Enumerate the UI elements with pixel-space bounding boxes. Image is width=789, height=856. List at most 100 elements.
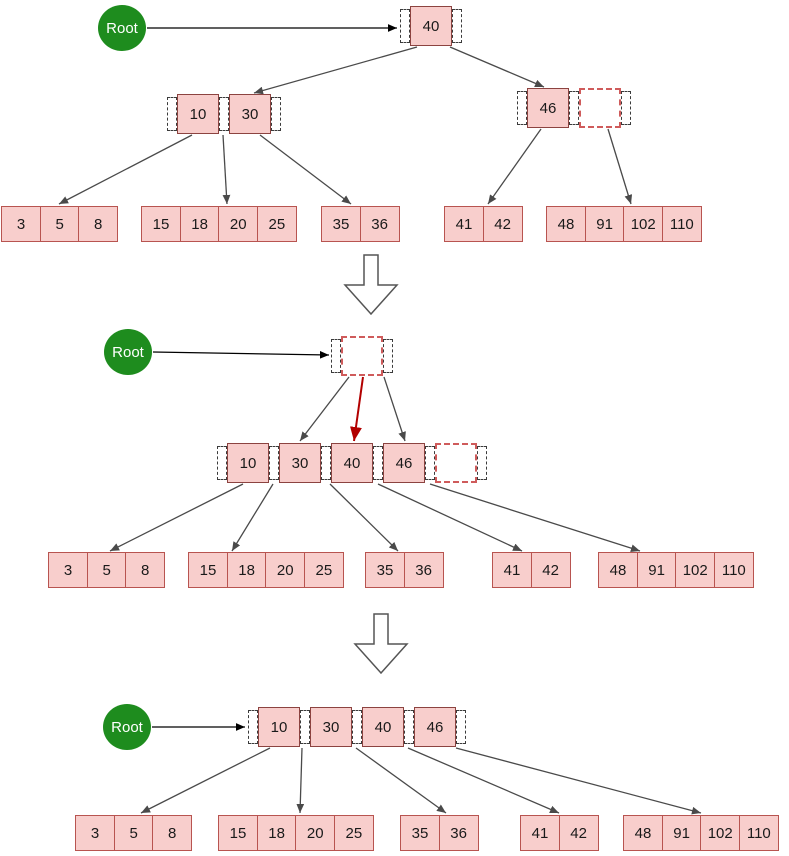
leaf-cell: 48: [546, 206, 586, 242]
leaf-cell: 110: [661, 206, 702, 242]
leaf-cell: 8: [152, 815, 193, 851]
edge: [383, 376, 406, 442]
leaf-cell: 3: [48, 552, 88, 588]
leaf-cell: 110: [713, 552, 754, 588]
leaf-node: 41 42: [492, 552, 571, 588]
leaf-node: 15 18 20 25: [218, 815, 374, 851]
edge: [140, 747, 271, 814]
pointer-slot: [352, 710, 362, 744]
leaf-cell: 3: [1, 206, 41, 242]
pointer-slot: [456, 710, 466, 744]
key-cell: 10: [258, 707, 300, 747]
pointer-slot: [400, 9, 410, 43]
pointer-slot: [569, 91, 579, 125]
leaf-cell: 20: [218, 206, 259, 242]
pointer-slot: [621, 91, 631, 125]
edge: [296, 747, 305, 814]
pointer-slot: [331, 339, 341, 373]
leaf-node: 3 5 8: [1, 206, 119, 242]
leaf-cell: 18: [226, 552, 267, 588]
leaf-cell: 48: [623, 815, 663, 851]
leaf-cell: 35: [400, 815, 440, 851]
edge: [607, 128, 633, 205]
key-cell: 30: [310, 707, 352, 747]
key-cell: 30: [279, 443, 321, 483]
edge: [259, 134, 352, 205]
pointer-slot: [300, 710, 310, 744]
pointer-slot: [373, 446, 383, 480]
leaf-cell: 42: [482, 206, 523, 242]
pointer-slot: [248, 710, 258, 744]
step-down-arrow-1: [343, 254, 399, 316]
edge-root-to-node: [152, 350, 330, 359]
leaf-cell: 18: [256, 815, 297, 851]
key-cell: 40: [331, 443, 373, 483]
key-cell: 46: [414, 707, 456, 747]
root-pointer-label: Root: [112, 343, 144, 361]
leaf-cell: 3: [75, 815, 115, 851]
leaf-cell: 25: [303, 552, 344, 588]
key-cell: 10: [177, 94, 219, 134]
leaf-cell: 18: [179, 206, 220, 242]
root-pointer: Root: [103, 704, 151, 750]
leaf-cell: 91: [636, 552, 677, 588]
pointer-slot: [167, 97, 177, 131]
leaf-node: 3 5 8: [48, 552, 166, 588]
leaf-cell: 20: [265, 552, 306, 588]
edge: [329, 483, 399, 552]
root-pointer-label: Root: [111, 718, 143, 736]
root-pointer: Root: [104, 329, 152, 375]
leaf-cell: 42: [558, 815, 599, 851]
leaf-cell: 8: [78, 206, 119, 242]
key-cell: 40: [362, 707, 404, 747]
empty-key-slot: [579, 88, 621, 128]
leaf-cell: 20: [295, 815, 336, 851]
edge: [58, 134, 193, 205]
leaf-cell: 91: [661, 815, 702, 851]
root-pointer: Root: [98, 5, 146, 51]
leaf-node: 48 91 102 110: [623, 815, 779, 851]
leaf-cell: 48: [598, 552, 638, 588]
leaf-cell: 5: [86, 552, 127, 588]
leaf-cell: 42: [530, 552, 571, 588]
leaf-cell: 41: [492, 552, 532, 588]
key-cell: 30: [229, 94, 271, 134]
leaf-cell: 25: [333, 815, 374, 851]
leaf-node: 48 91 102 110: [598, 552, 754, 588]
leaf-cell: 5: [39, 206, 80, 242]
edge-highlight-40-pushdown: [350, 376, 364, 442]
edge: [355, 747, 447, 814]
leaf-cell: 5: [113, 815, 154, 851]
empty-key-slot: [435, 443, 477, 483]
edge: [487, 128, 542, 205]
leaf-node: 41 42: [520, 815, 599, 851]
pointer-slot: [404, 710, 414, 744]
edge: [231, 483, 274, 552]
pointer-slot: [477, 446, 487, 480]
leaf-cell: 102: [675, 552, 716, 588]
leaf-cell: 102: [700, 815, 741, 851]
key-cell: 40: [410, 6, 452, 46]
pointer-slot: [517, 91, 527, 125]
leaf-cell: 15: [188, 552, 228, 588]
empty-key-slot: [341, 336, 383, 376]
leaf-cell: 36: [403, 552, 444, 588]
key-cell: 46: [383, 443, 425, 483]
leaf-cell: 8: [125, 552, 166, 588]
leaf-node: 48 91 102 110: [546, 206, 702, 242]
edge: [109, 483, 244, 552]
leaf-cell: 36: [438, 815, 479, 851]
edge: [407, 747, 560, 814]
leaf-cell: 110: [738, 815, 779, 851]
key-cell: 46: [527, 88, 569, 128]
leaf-node: 35 36: [321, 206, 400, 242]
pointer-slot: [452, 9, 462, 43]
key-cell: 10: [227, 443, 269, 483]
edge: [377, 483, 523, 552]
step-down-arrow-2: [353, 613, 409, 675]
pointer-slot: [219, 97, 229, 131]
pointer-slot: [217, 446, 227, 480]
edge: [253, 46, 418, 95]
edge: [429, 483, 641, 552]
